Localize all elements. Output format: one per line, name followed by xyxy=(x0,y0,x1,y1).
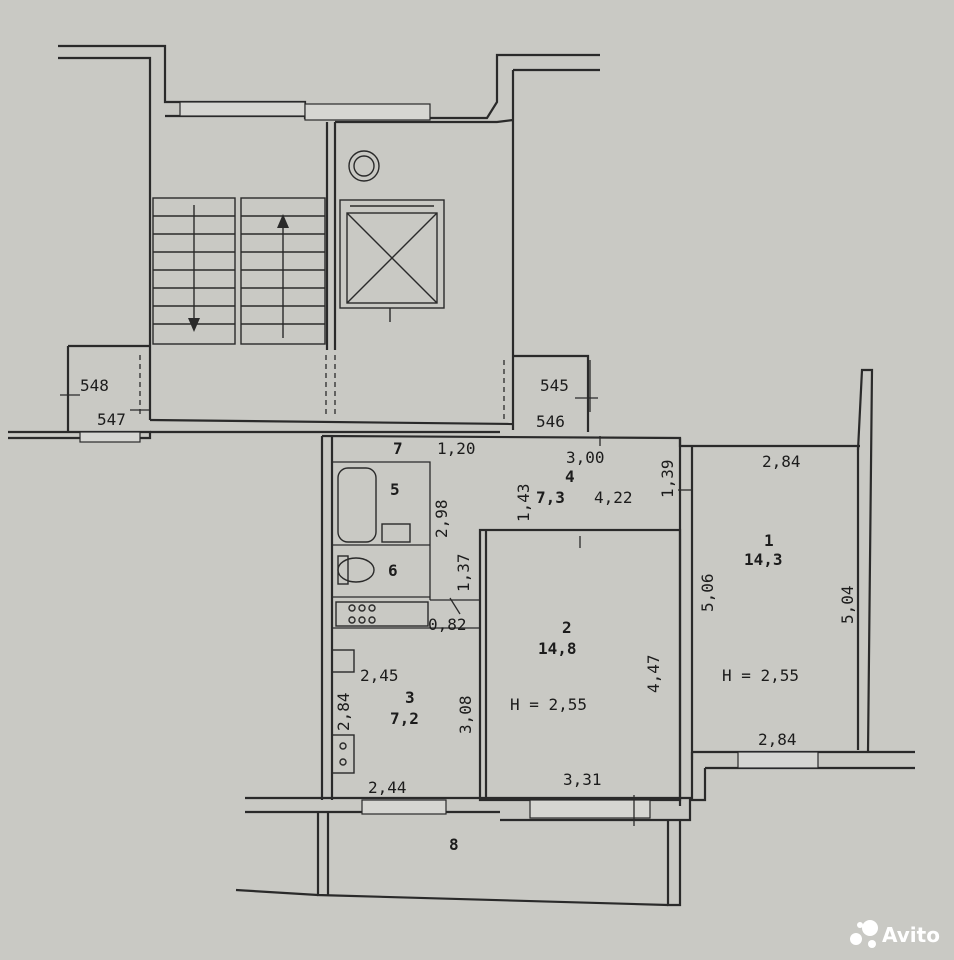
dim-0-82: 0,82 xyxy=(428,615,467,634)
label-547: 547 xyxy=(97,410,126,429)
kitchen-sink xyxy=(331,649,355,673)
label-room-6: 6 xyxy=(388,561,398,580)
dim-5-04: 5,04 xyxy=(838,585,857,624)
watermark-text: Avito xyxy=(882,923,940,947)
hall-corridor xyxy=(8,344,598,443)
label-room-4: 4 xyxy=(565,467,575,486)
dim-1-37: 1,37 xyxy=(454,553,473,592)
stove xyxy=(331,734,355,774)
dim-3-08: 3,08 xyxy=(456,695,475,734)
label-area-4: 7,3 xyxy=(536,488,565,507)
dim-2-45: 2,45 xyxy=(360,666,399,685)
label-area-3: 7,2 xyxy=(390,709,419,728)
height-room-1: H = 2,55 xyxy=(722,666,799,685)
dim-2-98: 2,98 xyxy=(432,499,451,538)
label-area-2: 14,8 xyxy=(538,639,577,658)
stair-hall xyxy=(58,44,600,430)
dim-2-84-kitchen: 2,84 xyxy=(334,692,353,731)
arrow-up-icon xyxy=(277,214,289,228)
label-room-5: 5 xyxy=(390,480,400,499)
dim-3-31: 3,31 xyxy=(563,770,602,789)
bathtub xyxy=(337,467,377,543)
dim-2-84-bottom: 2,84 xyxy=(758,730,797,749)
label-room-2: 2 xyxy=(562,618,572,637)
arrow-down-icon xyxy=(188,318,200,332)
label-room-7: 7 xyxy=(393,439,403,458)
stairs xyxy=(152,197,326,345)
label-room-1: 1 xyxy=(764,531,774,550)
dim-1-20: 1,20 xyxy=(437,439,476,458)
labels: 548 547 545 546 7 1,20 3,00 2,84 4 7,3 4… xyxy=(80,376,857,854)
toilet xyxy=(337,557,375,583)
dim-3-00: 3,00 xyxy=(566,448,605,467)
dim-2-84-top: 2,84 xyxy=(762,452,801,471)
label-548: 548 xyxy=(80,376,109,395)
label-546: 546 xyxy=(536,412,565,431)
dim-1-39: 1,39 xyxy=(658,459,677,498)
dim-4-22: 4,22 xyxy=(594,488,633,507)
dim-1-43: 1,43 xyxy=(514,483,533,522)
apartment xyxy=(235,368,915,907)
label-room-8: 8 xyxy=(449,835,459,854)
label-area-1: 14,3 xyxy=(744,550,783,569)
label-545: 545 xyxy=(540,376,569,395)
bath-sink xyxy=(381,523,411,543)
elevator xyxy=(339,150,445,322)
avito-logo-icon xyxy=(850,920,878,948)
dim-5-06: 5,06 xyxy=(698,573,717,612)
label-room-3: 3 xyxy=(405,688,415,707)
dim-4-47: 4,47 xyxy=(644,654,663,693)
height-room-2: H = 2,55 xyxy=(510,695,587,714)
avito-watermark: Avito xyxy=(850,920,940,948)
dim-2-44: 2,44 xyxy=(368,778,407,797)
shelf xyxy=(335,601,429,627)
